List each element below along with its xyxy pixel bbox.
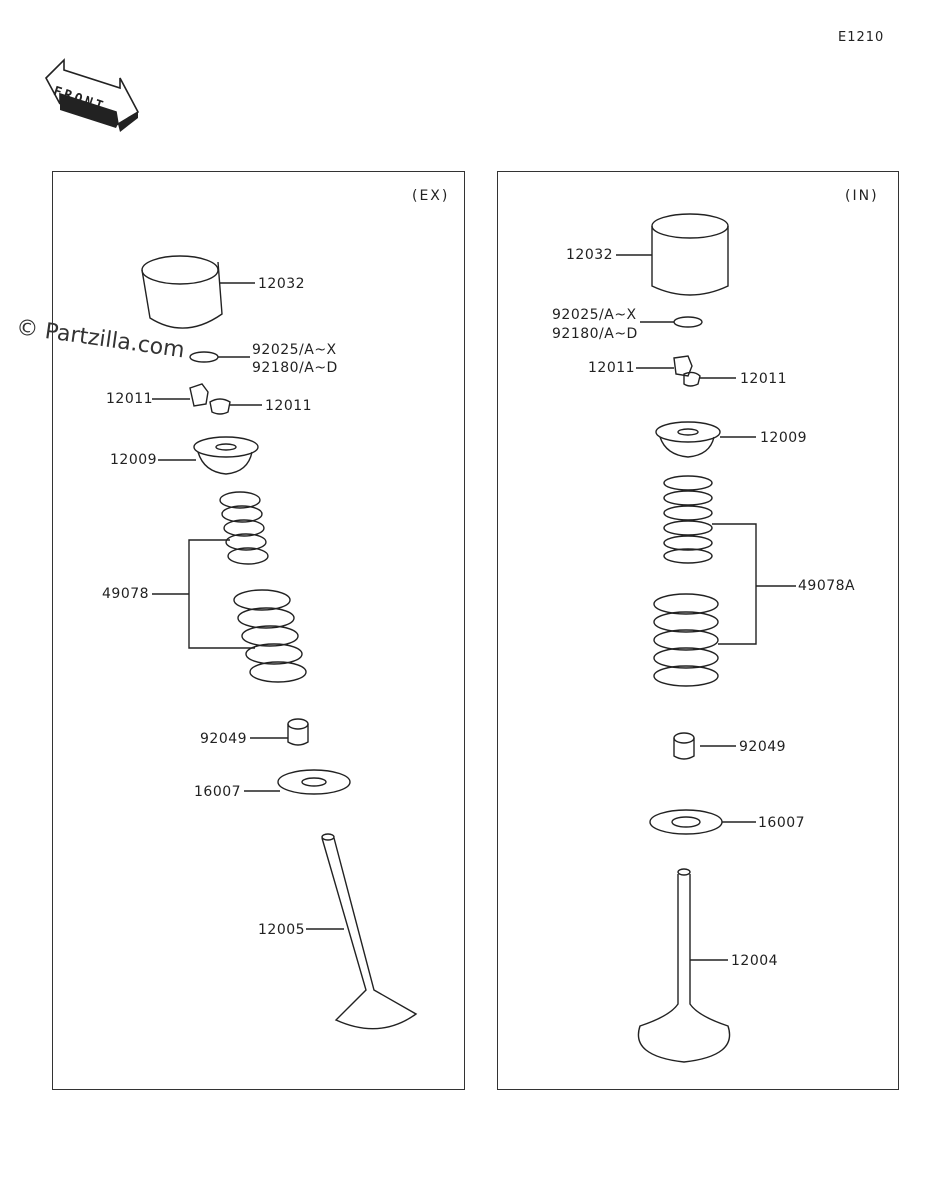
part-label: 12009 [760,430,808,446]
spring-icon [219,491,269,565]
spring-icon [663,475,713,564]
retainer-icon [655,421,721,458]
panel-label-in: (IN) [845,188,879,204]
valve-seal-icon [287,718,309,746]
panel-exhaust [52,171,465,1090]
spring-icon [653,593,719,687]
seat-washer-icon [649,809,723,835]
tappet-icon [141,255,223,329]
part-label: 12004 [731,953,779,969]
part-label: 16007 [194,784,242,800]
diagram-code: E1210 [838,30,885,45]
part-label: 12011 [740,371,788,387]
part-label: 92049 [739,739,787,755]
part-label: 92180/A~D [252,360,338,376]
cotter-icon [673,355,693,377]
part-label: 49078A [798,578,856,594]
front-arrow-icon [45,58,140,132]
retainer-icon [193,436,259,475]
part-label: 92180/A~D [552,326,638,342]
valve-icon [637,868,731,1063]
part-label: 12032 [566,247,614,263]
cotter-icon [209,398,231,415]
part-label: 12005 [258,922,306,938]
tappet-icon [651,213,729,296]
part-label: 12009 [110,452,158,468]
part-label: 12011 [265,398,313,414]
part-label: 92049 [200,731,248,747]
valve-seal-icon [673,732,695,760]
part-label: 16007 [758,815,806,831]
cotter-icon [683,371,701,387]
part-label: 92025/A~X [252,342,337,358]
part-label: 12032 [258,276,306,292]
cotter-icon [189,383,209,407]
part-label: 49078 [102,586,150,602]
valve-icon [321,833,418,1030]
spring-icon [233,589,307,683]
part-label: 92025/A~X [552,307,637,323]
shim-icon [673,316,703,328]
panel-intake [497,171,899,1090]
panel-label-ex: (EX) [412,188,450,204]
part-label: 12011 [106,391,154,407]
seat-washer-icon [277,769,351,795]
part-label: 12011 [588,360,636,376]
